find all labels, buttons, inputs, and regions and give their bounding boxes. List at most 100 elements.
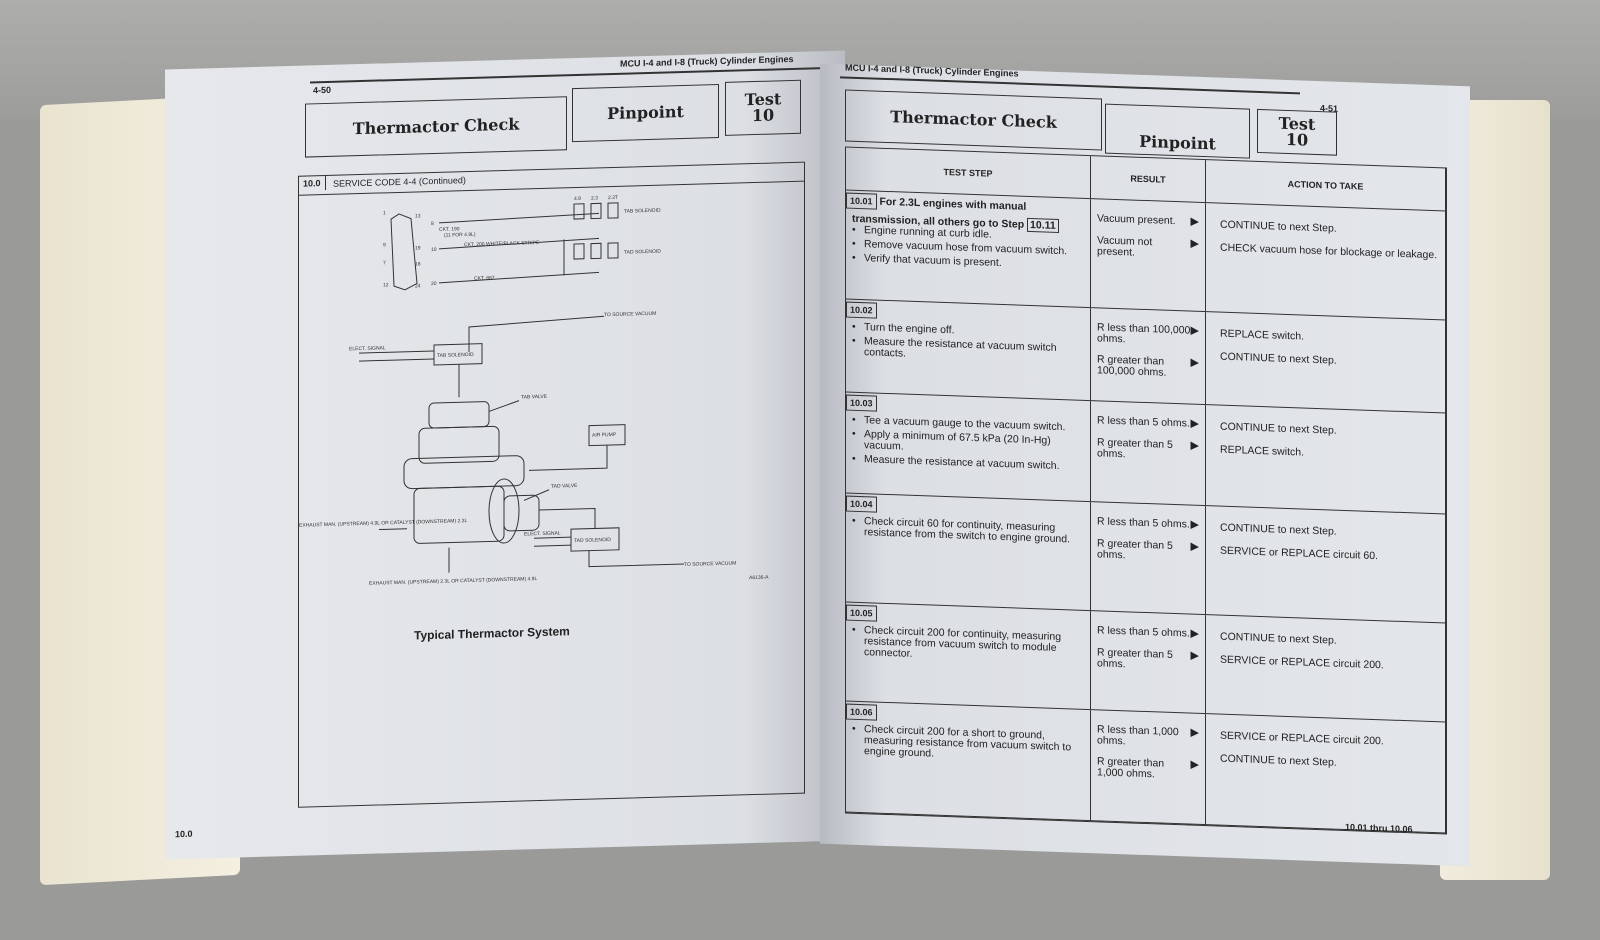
pin-20: 20 bbox=[431, 281, 437, 287]
arrow-right-icon: ▶ bbox=[1190, 417, 1199, 430]
arrow-right-icon: ▶ bbox=[1190, 215, 1199, 228]
action-text: CONTINUE to next Step. bbox=[1220, 630, 1337, 647]
engine-23: 2.3 bbox=[591, 195, 598, 201]
arrow-right-icon: ▶ bbox=[1190, 518, 1199, 531]
test-step-cell: 10.06Check circuit 200 for a short to gr… bbox=[846, 701, 1091, 821]
elect-signal-1: ELECT. SIGNAL bbox=[349, 345, 386, 352]
test-step-cell: 10.02Turn the engine off.Measure the res… bbox=[846, 299, 1091, 401]
result-text: R less than 1,000 ohms. bbox=[1097, 723, 1179, 748]
pinpoint-box: Pinpoint bbox=[572, 84, 719, 143]
tad-solenoid-label: TAD SOLENOID bbox=[624, 249, 661, 256]
open-manual: 4-50 MCU I-4 and I-8 (Truck) Cylinder En… bbox=[40, 50, 1550, 920]
pin-13: 13 bbox=[415, 213, 421, 219]
action-cell: SERVICE or REPLACE circuit 200.CONTINUE … bbox=[1206, 714, 1446, 833]
action-text: CONTINUE to next Step. bbox=[1220, 218, 1337, 235]
action-text: REPLACE switch. bbox=[1220, 327, 1305, 343]
title-box: Thermactor Check bbox=[845, 89, 1102, 151]
pin-18: 18 bbox=[415, 261, 421, 267]
result-item: R greater than 5 ohms.▶ bbox=[1097, 536, 1199, 564]
action-cell: CONTINUE to next Step. CHECK vacuum hose … bbox=[1206, 203, 1446, 320]
action-text: SERVICE or REPLACE circuit 200. bbox=[1220, 653, 1384, 672]
pin-12: 12 bbox=[383, 282, 389, 288]
test-number: 10 bbox=[1285, 129, 1309, 150]
test-step-cell: 10.01 For 2.3L engines with manual trans… bbox=[846, 190, 1091, 308]
tab-solenoid-box-label: TAB SOLENOID bbox=[437, 352, 474, 359]
result-item: R less than 5 ohms.▶ bbox=[1097, 414, 1199, 430]
footer: 10.0 bbox=[175, 828, 193, 840]
result-item: R greater than 1,000 ohms.▶ bbox=[1097, 755, 1199, 782]
test-box: Test 10 bbox=[725, 79, 801, 136]
result-item: R greater than 5 ohms.▶ bbox=[1097, 646, 1199, 673]
result-item: R less than 5 ohms.▶ bbox=[1097, 515, 1199, 531]
table-row: 10.04Check circuit 60 for continuity, me… bbox=[846, 493, 1446, 624]
step-bullet: Check circuit 60 for continuity, measuri… bbox=[852, 515, 1084, 546]
action-cell: CONTINUE to next Step. SERVICE or REPLACE… bbox=[1206, 615, 1446, 722]
col-action: ACTION TO TAKE bbox=[1206, 160, 1446, 211]
arrow-right-icon: ▶ bbox=[1190, 649, 1199, 662]
test-step-cell: 10.04Check circuit 60 for continuity, me… bbox=[846, 493, 1091, 611]
running-head: MCU I-4 and I-8 (Truck) Cylinder Engines bbox=[845, 62, 1019, 79]
to-source-vacuum-2: TO SOURCE VACUUM bbox=[684, 561, 736, 568]
result-item: Vacuum not present.▶ bbox=[1097, 234, 1199, 261]
result-text: R greater than 100,000 ohms. bbox=[1097, 353, 1167, 379]
pin-7: 7 bbox=[383, 260, 386, 266]
result-item: R less than 1,000 ohms. ▶ bbox=[1097, 723, 1199, 750]
action-text: SERVICE or REPLACE circuit 60. bbox=[1220, 544, 1378, 563]
step-number: 10.06 bbox=[846, 703, 877, 721]
section-number: 10.0 bbox=[299, 176, 326, 191]
figure-frame: 10.0 SERVICE CODE 4-4 (Continued) bbox=[298, 161, 805, 808]
action-cell: CONTINUE to next Step.SERVICE or REPLACE… bbox=[1206, 506, 1446, 623]
result-item: R less than 5 ohms.▶ bbox=[1097, 624, 1199, 640]
action-cell: REPLACE switch. CONTINUE to next Step. bbox=[1206, 312, 1446, 413]
engine-23t: 2.3T bbox=[608, 195, 618, 201]
page-number: 4-50 bbox=[313, 84, 332, 96]
pin-10: 10 bbox=[431, 247, 437, 253]
air-pump-label: AIR PUMP bbox=[592, 432, 617, 439]
pin-9: 9 bbox=[383, 242, 386, 248]
result-item: R greater than 100,000 ohms. ▶ bbox=[1097, 353, 1199, 380]
result-item: R less than 100,000 ohms.▶ bbox=[1097, 321, 1199, 348]
arrow-right-icon: ▶ bbox=[1190, 627, 1199, 640]
right-page: MCU I-4 and I-8 (Truck) Cylinder Engines… bbox=[820, 62, 1470, 867]
thermactor-diagram: CKT. 190 (11 FOR 4.9L) CKT. 200 WHITE/BL… bbox=[299, 195, 769, 587]
table-row: 10.06Check circuit 200 for a short to gr… bbox=[846, 701, 1446, 834]
engine-49: 4.9 bbox=[574, 196, 581, 202]
test-step-cell: 10.05Check circuit 200 for continuity, m… bbox=[846, 602, 1091, 710]
step-bullet: Check circuit 200 for a short to ground,… bbox=[852, 723, 1084, 765]
elect-signal-2: ELECT. SIGNAL bbox=[524, 530, 561, 537]
pinpoint-box: Pinpoint bbox=[1105, 103, 1250, 159]
pin-1: 1 bbox=[383, 210, 386, 216]
step-number: 10.04 bbox=[846, 495, 877, 513]
to-source-vacuum-1: TO SOURCE VACUUM bbox=[604, 311, 656, 318]
action-cell: CONTINUE to next Step.REPLACE switch. bbox=[1206, 405, 1446, 514]
action-text: CHECK vacuum hose for blockage or leakag… bbox=[1220, 241, 1438, 262]
result-item: Vacuum present. ▶ bbox=[1097, 212, 1199, 228]
tab-valve-label: TAB VALVE bbox=[521, 394, 548, 401]
result-text: R greater than 5 ohms. bbox=[1097, 536, 1173, 561]
result-text: Vacuum present. bbox=[1097, 212, 1176, 228]
ckt190-label: CKT. 190 bbox=[439, 226, 460, 233]
pin-24: 24 bbox=[415, 283, 421, 289]
test-step-cell: 10.03Tee a vacuum gauge to the vacuum sw… bbox=[846, 392, 1091, 502]
action-text: SERVICE or REPLACE circuit 200. bbox=[1220, 729, 1384, 748]
result-cell: R less than 5 ohms.▶ R greater than 5 ohm… bbox=[1091, 502, 1206, 615]
result-text: R less than 5 ohms. bbox=[1097, 624, 1190, 640]
result-cell: R less than 5 ohms.▶R greater than 5 ohm… bbox=[1091, 611, 1206, 714]
action-text: CONTINUE to next Step. bbox=[1220, 350, 1337, 367]
result-cell: Vacuum present. ▶ Vacuum not present.▶ bbox=[1091, 199, 1206, 312]
table-row: 10.01 For 2.3L engines with manual trans… bbox=[846, 190, 1446, 321]
col-test-step: TEST STEP bbox=[846, 147, 1091, 199]
section-title: SERVICE CODE 4-4 (Continued) bbox=[333, 175, 466, 189]
tad-valve-label: TAD VALVE bbox=[551, 483, 578, 490]
arrow-right-icon: ▶ bbox=[1190, 356, 1199, 369]
footer: 10.01 thru 10.06 bbox=[1345, 821, 1413, 835]
ckt887-label: CKT. 887 bbox=[474, 275, 495, 282]
arrow-right-icon: ▶ bbox=[1190, 324, 1199, 337]
arrow-right-icon: ▶ bbox=[1190, 726, 1199, 739]
result-text: R less than 5 ohms. bbox=[1097, 515, 1190, 531]
test-number: 10 bbox=[751, 105, 775, 126]
arrow-right-icon: ▶ bbox=[1190, 758, 1199, 771]
step-number: 10.01 bbox=[846, 192, 877, 210]
step-bullet: Measure the resistance at vacuum switch … bbox=[852, 335, 1084, 366]
title-box: Thermactor Check bbox=[305, 96, 567, 158]
